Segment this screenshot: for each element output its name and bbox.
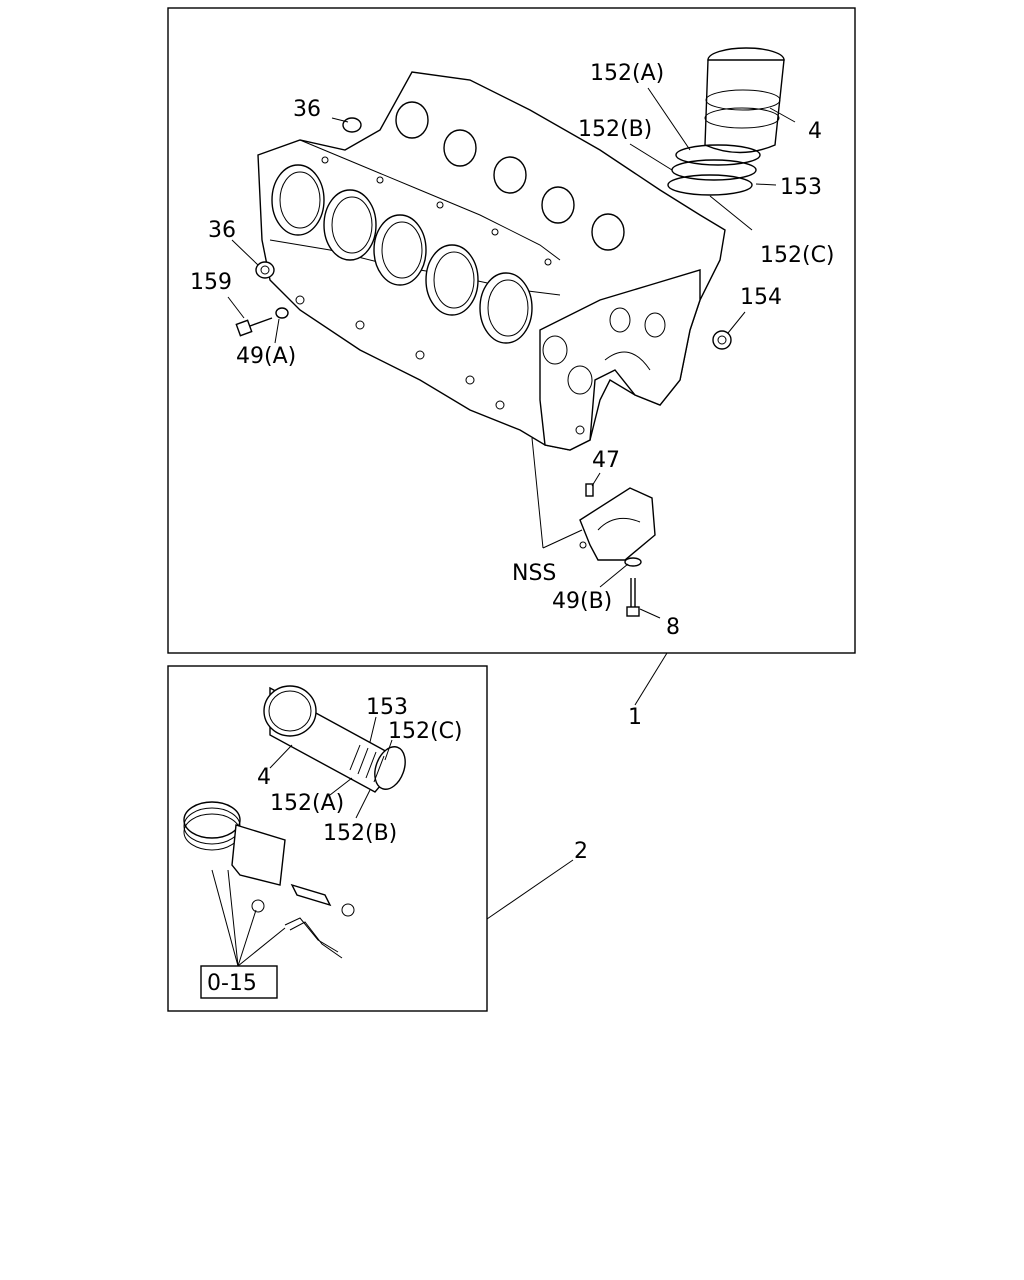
bolt-159 — [235, 317, 273, 337]
inset-liner — [263, 685, 406, 793]
main-panel-frame — [167, 7, 856, 654]
inset-callout-2: 2 — [574, 839, 588, 864]
callout-nss: NSS — [512, 561, 556, 586]
plug-154 — [712, 330, 732, 350]
callout-47: 47 — [592, 448, 620, 473]
callout-49b: 49(B) — [552, 589, 612, 614]
plug-36-left — [255, 261, 275, 279]
cylinder-liner-part — [704, 47, 785, 154]
callout-36-top: 36 — [293, 97, 321, 122]
reference-box-label: 0-15 — [207, 971, 257, 996]
inset-callout-152a: 152(A) — [270, 791, 344, 816]
callout-152a: 152(A) — [590, 61, 664, 86]
inset-callout-152b: 152(B) — [323, 821, 397, 846]
inset-piston — [183, 801, 355, 959]
bolt-8 — [626, 578, 640, 617]
inset-callout-4: 4 — [257, 765, 271, 790]
leader-lines-inset — [211, 716, 574, 967]
reference-box — [200, 965, 278, 999]
washer-49b — [624, 557, 642, 567]
callout-153: 153 — [780, 175, 822, 200]
callout-152c: 152(C) — [760, 243, 835, 268]
inset-callout-152c: 152(C) — [388, 719, 463, 744]
washer-49a — [275, 307, 289, 319]
inset-callout-153: 153 — [366, 695, 408, 720]
plug-36-top — [342, 117, 362, 133]
bearing-cap — [579, 483, 656, 561]
callout-159: 159 — [190, 270, 232, 295]
callout-154: 154 — [740, 285, 782, 310]
callout-36-left: 36 — [208, 218, 236, 243]
cylinder-bores-front — [271, 164, 533, 344]
callout-152b: 152(B) — [578, 117, 652, 142]
leader-lines-main — [227, 87, 796, 706]
callout-49a: 49(A) — [236, 344, 296, 369]
inset-panel-frame — [167, 665, 488, 1012]
callout-4: 4 — [808, 119, 822, 144]
callout-8: 8 — [666, 615, 680, 640]
callout-1: 1 — [628, 705, 642, 730]
cylinder-bores-rear — [395, 101, 625, 251]
engine-block-illustration — [257, 71, 726, 451]
